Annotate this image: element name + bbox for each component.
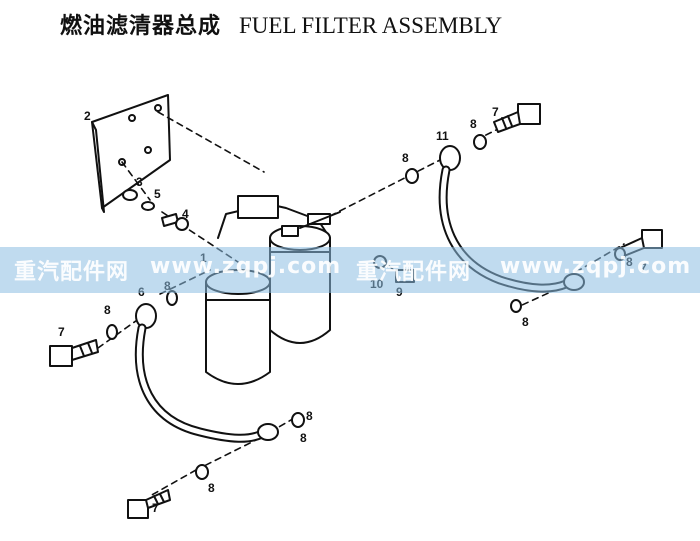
label-8-d: 8 bbox=[208, 481, 215, 495]
bolt-bottom bbox=[127, 489, 171, 519]
label-8-e: 8 bbox=[402, 151, 409, 165]
mounting-bracket bbox=[91, 94, 171, 213]
label-2: 2 bbox=[84, 109, 91, 123]
label-4: 4 bbox=[182, 207, 189, 221]
label-8-f: 8 bbox=[470, 117, 477, 131]
label-8-h: 8 bbox=[522, 315, 529, 329]
page-title: 燃油滤清器总成 FUEL FILTER ASSEMBLY bbox=[60, 8, 502, 40]
watermark-band bbox=[0, 247, 700, 293]
label-8-b: 8 bbox=[104, 303, 111, 317]
fuel-pipe-left bbox=[134, 303, 279, 443]
bolt-top-right bbox=[493, 103, 541, 133]
watermark-text: 重汽配件网 bbox=[356, 260, 472, 285]
bolt-small bbox=[161, 213, 189, 231]
label-7-top: 7 bbox=[492, 105, 499, 119]
label-8-i: 8 bbox=[306, 409, 313, 423]
label-7-left: 7 bbox=[58, 325, 65, 339]
title-english: FUEL FILTER ASSEMBLY bbox=[239, 13, 503, 38]
bolt-left bbox=[49, 339, 99, 367]
label-8-c: 8 bbox=[300, 431, 307, 445]
watermark-url: www.zqpj.com bbox=[500, 254, 692, 279]
alignment-lines bbox=[97, 111, 625, 497]
watermark-text: 重汽配件网 bbox=[14, 260, 130, 285]
label-3: 3 bbox=[136, 175, 143, 189]
title-chinese: 燃油滤清器总成 bbox=[60, 14, 222, 39]
label-7-bottom: 7 bbox=[152, 501, 159, 515]
label-11: 11 bbox=[436, 129, 449, 143]
watermark-url: www.zqpj.com bbox=[150, 254, 342, 279]
label-5: 5 bbox=[154, 187, 161, 201]
head-fittings bbox=[281, 211, 341, 237]
